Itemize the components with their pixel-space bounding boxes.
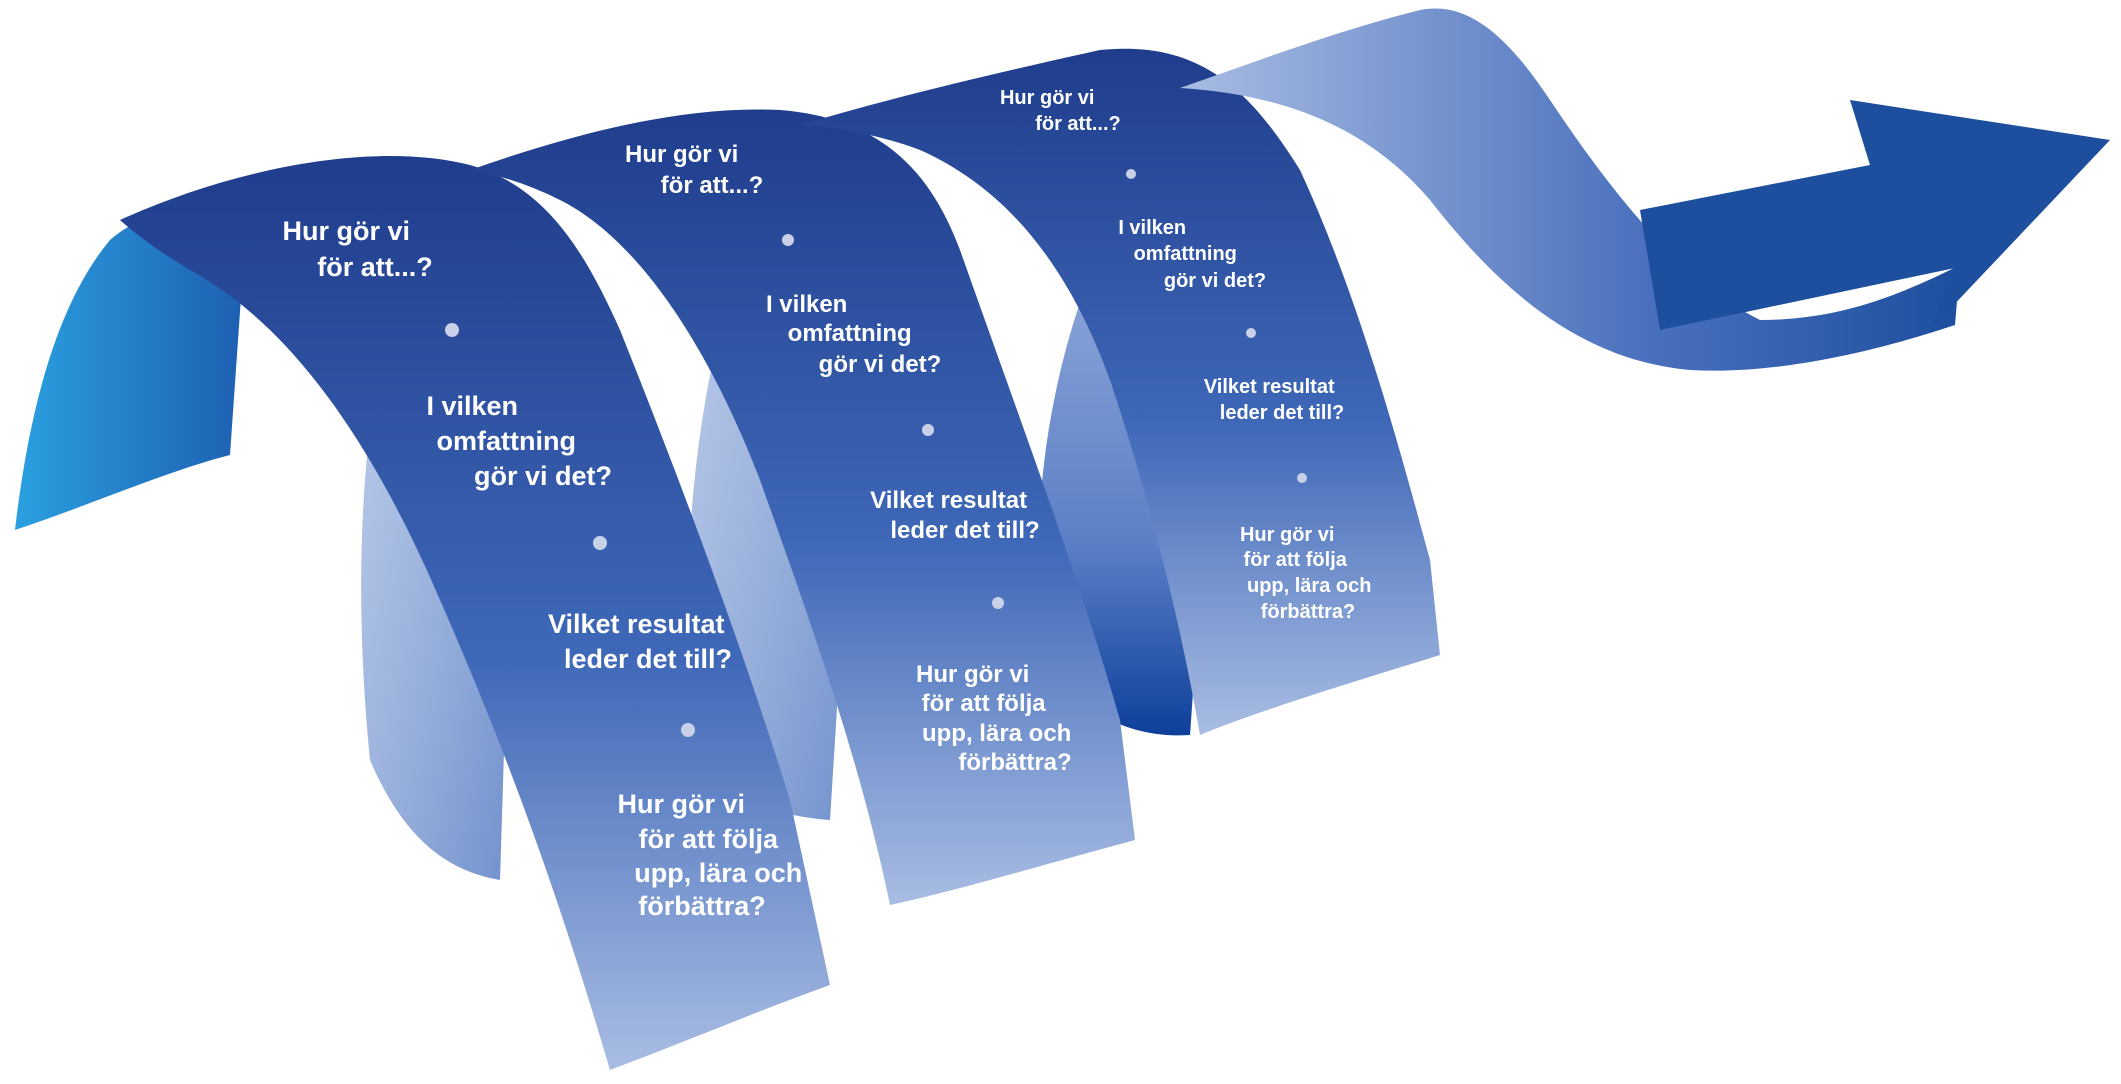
loop-3-question-3: Vilket resultat leder det till? xyxy=(1204,376,1344,424)
loop-1-question-3: Vilket resultat leder det till? xyxy=(548,609,732,674)
loop-3-separator-dot-3 xyxy=(1297,473,1307,483)
loop-3-separator-dot-2 xyxy=(1246,328,1256,338)
loop-1-separator-dot-2 xyxy=(593,536,607,550)
ribbon-front-face-3 xyxy=(800,48,1440,736)
loop-1-question-1: Hur gör vi för att...? xyxy=(282,216,432,282)
loop-1-separator-dot-1 xyxy=(445,323,459,337)
loop-2-question-1: Hur gör vi för att...? xyxy=(625,141,763,199)
loop-2-separator-dot-3 xyxy=(992,597,1004,609)
loop-3-question-1: Hur gör vi för att...? xyxy=(1000,87,1121,135)
loop-2-separator-dot-2 xyxy=(922,424,934,436)
loop-3-question-2: I vilken omfattning gör vi det? xyxy=(1118,217,1266,292)
loop-1-separator-dot-3 xyxy=(681,723,695,737)
loop-3-separator-dot-1 xyxy=(1126,169,1136,179)
ribbon-front-face-2 xyxy=(470,109,1135,905)
loop-1-question-4: Hur gör vi för att följa upp, lära och f… xyxy=(617,789,809,921)
loop-2-separator-dot-1 xyxy=(782,234,794,246)
loop-1-question-2: I vilken omfattning gör vi det? xyxy=(426,391,612,491)
ribbon-front-face-1 xyxy=(120,156,830,1070)
ribbon-tail xyxy=(1180,8,1960,371)
ribbon-start-strip xyxy=(15,211,245,530)
loop-3-questions: Hur gör vi för att...? I vilken omfattni… xyxy=(1000,87,1377,623)
loop-2-question-2: I vilken omfattning gör vi det? xyxy=(766,291,941,378)
loop-3-question-4: Hur gör vi för att följa upp, lära och f… xyxy=(1240,524,1377,623)
arrow-head xyxy=(1640,100,2110,330)
loop-2-questions: Hur gör vi för att...? I vilken omfattni… xyxy=(625,141,1078,776)
loop-2-question-3: Vilket resultat leder det till? xyxy=(870,487,1040,544)
loop-2-question-4: Hur gör vi för att följa upp, lära och f… xyxy=(916,661,1078,776)
loop-1-questions: Hur gör vi för att...? I vilken omfattni… xyxy=(282,216,809,921)
